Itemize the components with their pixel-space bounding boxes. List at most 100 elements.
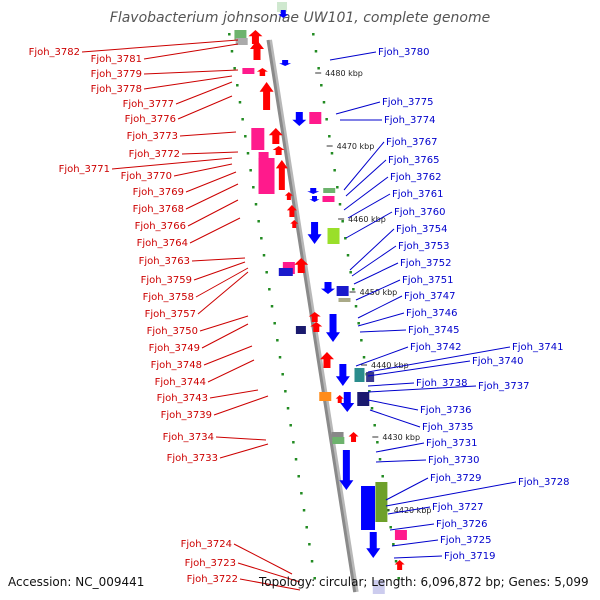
- gene-label: Fjoh_3742: [410, 342, 461, 353]
- leader-line: [393, 555, 443, 559]
- forward-gene-block: [242, 68, 255, 74]
- leader-line: [387, 506, 431, 515]
- gene-label: Fjoh_3778: [91, 84, 142, 95]
- ring-tick: [360, 339, 363, 342]
- genome-features: 4480 kbp 4470 kbp 4460 kbp 4450 kbp 4440 kbp…: [228, 2, 431, 594]
- kbp-label: 4460 kbp: [348, 215, 386, 224]
- ring-tick: [273, 322, 276, 325]
- forward-gene-block: [331, 432, 344, 440]
- reverse-gene-block: [327, 228, 340, 244]
- gene-label: Fjoh_3777: [123, 99, 174, 110]
- ring-tick: [322, 101, 326, 104]
- ring-tick: [330, 152, 334, 155]
- ring-tick: [381, 475, 384, 478]
- ring-tick: [338, 203, 342, 206]
- ring-tick: [368, 390, 371, 393]
- leader-line: [329, 51, 377, 61]
- leader-line: [385, 481, 517, 507]
- gene-label: Fjoh_3746: [406, 308, 457, 319]
- ring-tick: [289, 424, 292, 427]
- ring-tick: [308, 543, 311, 546]
- gene-label: Fjoh_3737: [478, 381, 529, 392]
- ring-tick: [268, 288, 271, 291]
- leader-line: [347, 193, 391, 219]
- ring-tick: [286, 407, 290, 410]
- gene-label: Fjoh_3752: [400, 258, 451, 269]
- gene-label: Fjoh_3723: [185, 558, 236, 569]
- gene-label: Fjoh_3769: [133, 187, 184, 198]
- ring-tick: [352, 288, 355, 291]
- leader-line: [349, 228, 395, 271]
- leader-line: [355, 346, 409, 367]
- gene-label: Fjoh_3768: [133, 204, 184, 215]
- leader-line: [111, 157, 233, 170]
- ring-tick: [333, 169, 336, 172]
- gene-label: Fjoh_3767: [386, 137, 437, 148]
- ring-tick: [262, 254, 266, 257]
- ring-tick: [292, 441, 295, 444]
- forward-gene-arrow: [394, 560, 405, 570]
- leader-line: [175, 81, 233, 105]
- ring-tick: [257, 220, 260, 223]
- leader-line: [201, 323, 249, 349]
- gene-label: Fjoh_3748: [151, 360, 202, 371]
- gene-label: Fjoh_3782: [29, 47, 80, 58]
- leader-line: [367, 385, 477, 393]
- forward-gene-arrow: [286, 205, 297, 217]
- kbp-label: 4450 kbp: [360, 288, 398, 297]
- ring-tick: [354, 305, 358, 308]
- forward-gene-block: [258, 152, 269, 159]
- reverse-gene-arrow: [307, 222, 322, 244]
- leader-line: [185, 183, 239, 210]
- gene-label: Fjoh_3741: [512, 342, 563, 353]
- ring-tick: [328, 135, 331, 138]
- leader-line: [213, 395, 269, 416]
- leader-line: [179, 131, 237, 137]
- reverse-gene-block: [372, 580, 385, 594]
- map-title: Flavobacterium johnsoniae UW101, complet…: [110, 10, 490, 26]
- leader-line: [189, 217, 241, 244]
- gene-label: Fjoh_3744: [155, 377, 206, 388]
- leader-line: [357, 295, 403, 319]
- ring-tick: [236, 84, 239, 87]
- gene-label: Fjoh_3759: [141, 275, 192, 286]
- gene-labels: Fjoh_3782Fjoh_3781Fjoh_3779Fjoh_3778Fjoh…: [29, 39, 569, 591]
- ring-tick: [373, 424, 376, 427]
- ring-tick: [252, 186, 255, 189]
- ring-tick: [281, 373, 284, 376]
- gene-label: Fjoh_3747: [404, 291, 455, 302]
- reverse-gene-arrow: [278, 10, 289, 18]
- reverse-gene-arrow: [335, 364, 350, 386]
- forward-gene-block: [235, 38, 248, 45]
- ring-tick: [302, 509, 306, 512]
- gene-label: Fjoh_3762: [390, 172, 441, 183]
- reverse-gene-block: [357, 392, 370, 406]
- gene-label: Fjoh_3750: [147, 326, 198, 337]
- leader-line: [237, 562, 301, 583]
- gene-label: Fjoh_3776: [125, 114, 176, 125]
- leader-line: [187, 199, 239, 227]
- kbp-label: 4430 kbp: [382, 433, 420, 442]
- gene-label: Fjoh_3761: [392, 189, 443, 200]
- gene-label: Fjoh_3731: [426, 438, 477, 449]
- reverse-gene-arrow: [339, 450, 354, 490]
- ring-tick: [349, 271, 352, 274]
- ring-tick: [254, 203, 258, 206]
- leader-line: [143, 69, 239, 75]
- kbp-label: 4480 kbp: [325, 69, 363, 78]
- gene-label: Fjoh_3724: [181, 539, 232, 550]
- gene-label: Fjoh_3770: [121, 171, 172, 182]
- kbp-label: 4440 kbp: [371, 361, 409, 370]
- ring-tick: [392, 543, 395, 546]
- leader-line: [143, 75, 233, 90]
- leader-line: [239, 578, 301, 591]
- leader-line: [335, 101, 381, 115]
- forward-gene-arrow: [310, 322, 323, 332]
- leader-line: [343, 141, 385, 191]
- gene-label: Fjoh_3730: [428, 455, 479, 466]
- reverse-gene-block: [354, 368, 365, 382]
- leader-line: [367, 346, 511, 373]
- reverse-gene-arrow: [279, 60, 292, 66]
- kbp-label: 4470 kbp: [337, 142, 375, 151]
- gene-label: Fjoh_3760: [394, 207, 445, 218]
